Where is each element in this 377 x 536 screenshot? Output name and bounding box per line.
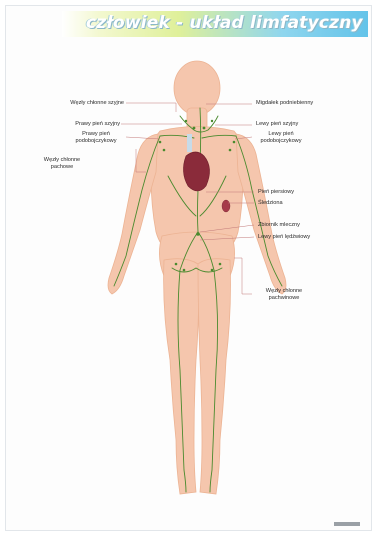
label-thoracic-duct: Pień piersiowy (258, 189, 294, 196)
left-leg (164, 259, 199, 494)
label-inguinal-lymph-nodes-line1: Węzły chłonne (254, 288, 314, 295)
label-inguinal-lymph-nodes-line2: pachwinowe (254, 295, 314, 302)
label-spleen: Śledziona (258, 200, 283, 207)
label-right-subclavian-trunk-line1: Prawy pień (66, 131, 126, 138)
label-left-subclavian-trunk-line1: Lewy pień (252, 131, 310, 138)
label-axillary-lymph-nodes: Węzły chłonne pachowe (32, 157, 92, 170)
label-right-subclavian-trunk: Prawy pień podobojczykowy (66, 131, 126, 144)
label-left-lumbar-trunk: Lewy pień lędźwiowy (258, 234, 310, 241)
right-leg (198, 259, 231, 494)
publisher-mark (334, 522, 360, 526)
label-left-subclavian-trunk-line2: podobojczykowy (252, 138, 310, 145)
label-axillary-lymph-nodes-line1: Węzły chłonne (32, 157, 92, 164)
label-axillary-lymph-nodes-line2: pachowe (32, 164, 92, 171)
label-inguinal-lymph-nodes: Węzły chłonne pachwinowe (254, 288, 314, 301)
label-right-subclavian-trunk-line2: podobojczykowy (66, 138, 126, 145)
label-left-jugular-trunk: Lewy pień szyjny (256, 121, 298, 128)
label-cisterna-chyli: Zbiornik mleczny (258, 222, 300, 229)
label-right-jugular-trunk: Prawy pień szyjny (24, 121, 120, 128)
left-arm (108, 134, 158, 294)
head (174, 61, 220, 115)
label-cervical-lymph-nodes: Węzły chłonne szyjne (24, 100, 124, 107)
spleen-organ (222, 200, 230, 212)
label-palatine-tonsil: Migdałek podniebienny (256, 100, 313, 107)
label-left-subclavian-trunk: Lewy pień podobojczykowy (252, 131, 310, 144)
